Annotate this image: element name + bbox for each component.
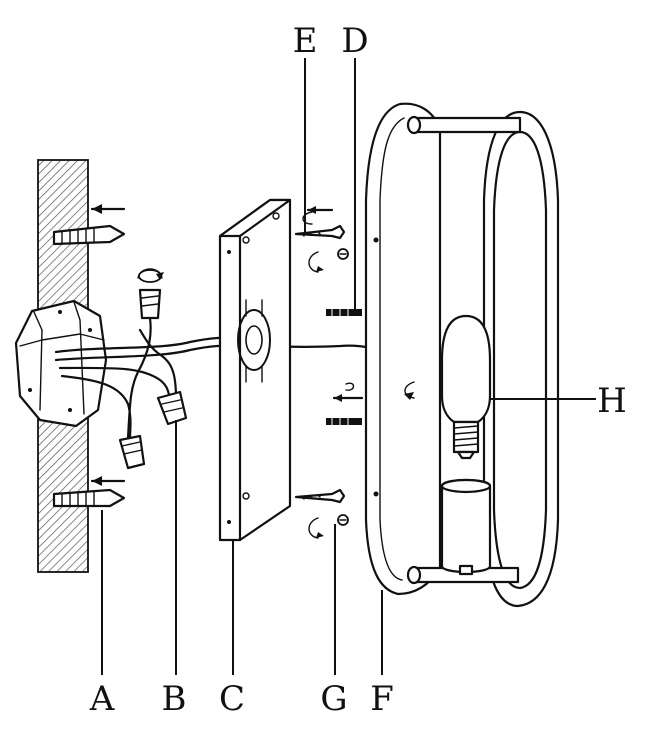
- wire-connector-right: [156, 390, 188, 426]
- label-B: B: [162, 679, 187, 719]
- label-D: D: [341, 21, 368, 61]
- wall-anchor-top: [52, 204, 126, 246]
- label-E: E: [293, 21, 318, 61]
- mounting-screw-bottom: [294, 488, 346, 504]
- label-C: C: [219, 679, 245, 719]
- wall-anchor-bottom: [52, 476, 126, 508]
- label-H: H: [597, 381, 627, 421]
- wire-connector-bottom: [118, 434, 146, 470]
- fixture-frame: [364, 102, 560, 608]
- label-G: G: [320, 679, 347, 719]
- callout-labels: A B C G F E D H: [89, 21, 627, 719]
- threaded-rod-bottom: [326, 382, 364, 425]
- label-A: A: [89, 679, 115, 719]
- small-screw-top: [308, 248, 349, 273]
- junction-box: [14, 299, 108, 428]
- small-screw-bottom: [308, 514, 349, 539]
- leader-lines: [101, 58, 596, 675]
- mounting-screw-top: [294, 206, 346, 240]
- light-bulb: [440, 314, 492, 460]
- mounting-plate: [218, 198, 292, 542]
- wire-connector-top: [137, 268, 164, 320]
- lamp-socket: [440, 478, 492, 576]
- label-F: F: [370, 679, 394, 719]
- threaded-rod-top: [326, 309, 362, 316]
